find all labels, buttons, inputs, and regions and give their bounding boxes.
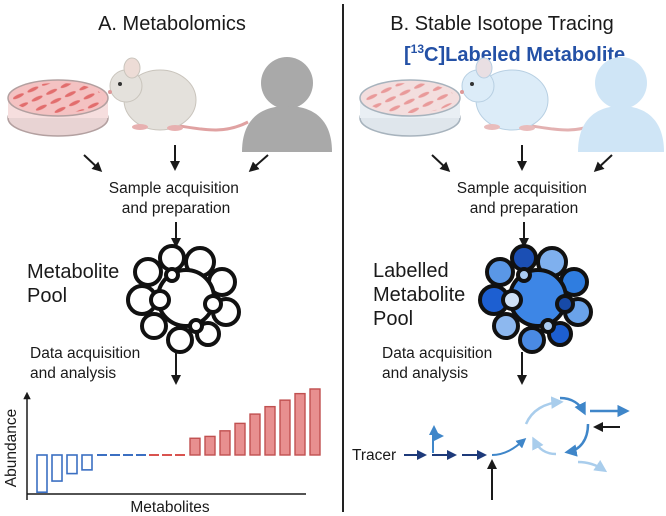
panel-a: A. Metabolomics Sampl — [3, 13, 332, 516]
increased-bar — [234, 422, 246, 456]
person-icon — [242, 57, 332, 152]
panel-b-title: B. Stable Isotope Tracing — [390, 13, 613, 35]
panel-a-pool-label: Metabolite Pool — [27, 261, 125, 307]
abundance-chart: Abundance Metabolites — [3, 388, 321, 516]
labelled-metabolite-pool-icon — [478, 244, 593, 354]
mouse-icon — [108, 57, 249, 132]
mouse-icon — [460, 57, 601, 132]
petri-dish-icon — [7, 79, 109, 137]
panel-b-sample-step: Sample acquisition and preparation — [457, 180, 591, 217]
panel-a-title: A. Metabolomics — [98, 13, 246, 35]
decreased-bar — [81, 454, 93, 471]
panel-a-sample-step: Sample acquisition and preparation — [109, 180, 243, 217]
increased-bar — [219, 430, 231, 456]
x-axis-label: Metabolites — [130, 499, 210, 516]
increased-bar — [204, 435, 216, 456]
increased-bar — [294, 392, 306, 456]
panel-a-data-step: Data acquisition and analysis — [30, 345, 145, 382]
decreased-bar — [51, 454, 63, 482]
petri-dish-icon — [359, 79, 461, 137]
increased-bar — [264, 405, 276, 456]
person-icon — [578, 57, 664, 152]
increased-bar — [249, 413, 261, 456]
decreased-bar — [66, 454, 78, 475]
panel-b-pool-label: Labelled Metabolite Pool — [373, 260, 471, 330]
panel-b: B. Stable Isotope Tracing [13C]Labeled M… — [352, 13, 664, 500]
panel-b-data-step: Data acquisition and analysis — [382, 345, 497, 382]
tracer-label: Tracer — [352, 447, 396, 464]
y-axis-label: Abundance — [3, 409, 20, 487]
increased-bar — [189, 437, 201, 456]
increased-bar — [279, 399, 291, 456]
tracer-pathway-diagram: Tracer — [352, 396, 630, 500]
decreased-bar — [36, 454, 48, 494]
increased-bar — [309, 388, 321, 456]
labeled-metabolite-heading: [13C]Labeled Metabolite — [404, 42, 625, 66]
metabolite-pool-icon — [126, 244, 241, 354]
